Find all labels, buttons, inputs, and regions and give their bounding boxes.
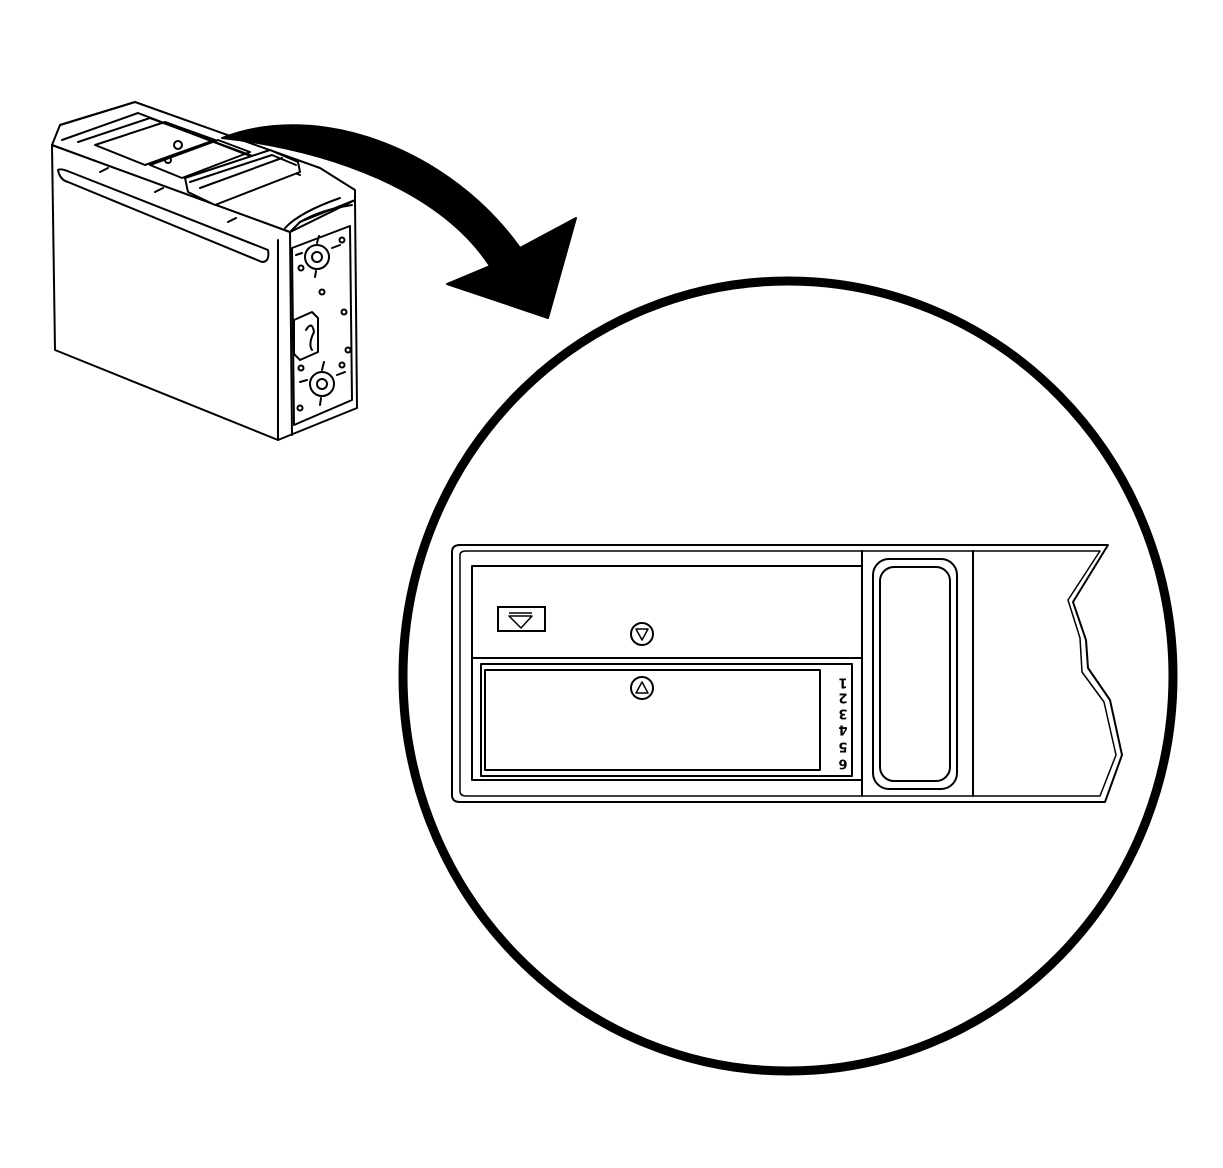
slot-number-6: 6 <box>838 756 847 771</box>
slot-number-column: 1 2 3 4 5 6 <box>838 675 847 771</box>
changer-front-panel <box>451 544 1123 803</box>
slot-number-5: 5 <box>838 739 847 754</box>
slot-number-2: 2 <box>838 690 847 705</box>
triangle-up-circle-icon <box>630 676 654 700</box>
eject-icon <box>508 612 533 629</box>
slot-number-3: 3 <box>838 706 847 721</box>
slot-number-4: 4 <box>838 722 847 737</box>
cd-changer-unit <box>51 101 358 441</box>
slot-number-1: 1 <box>838 675 847 690</box>
triangle-down-circle-icon <box>630 622 654 646</box>
eject-button[interactable] <box>497 606 546 632</box>
callout-arrow-icon <box>221 124 577 319</box>
